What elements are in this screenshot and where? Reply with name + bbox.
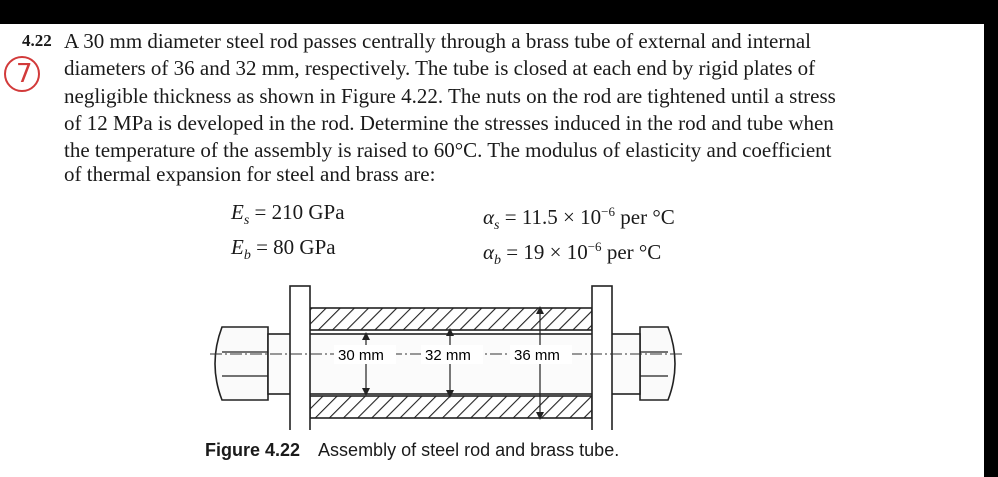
assembly-figure: 30 mm 32 mm 36 mm [210,285,682,430]
tube-bottom-wall [309,395,593,419]
right-end-plate [591,285,613,430]
caption-text: Assembly of steel rod and brass tube. [318,440,620,460]
top-dark-bar [0,0,998,24]
figure-caption: Figure 4.22 Assembly of steel rod and bra… [205,440,619,461]
problem-line-1: A 30 mm diameter steel rod passes centra… [64,29,812,53]
right-dark-bar [984,24,998,477]
handwritten-mark-text: 7 [16,59,33,89]
tube-top-wall [309,307,593,331]
eq-eb: Eb = 80 GPa [231,235,336,264]
problem-line-3: negligible thickness as shown in Figure … [64,84,836,108]
eq-es: Es = 210 GPa [231,200,345,229]
eq-alpha-s: αs = 11.5 × 10−6 per °C [483,204,675,234]
dim-36mm: 36 mm [514,347,560,364]
left-end-plate [289,285,311,430]
problem-line-2: diameters of 36 and 32 mm, respectively.… [64,56,816,80]
right-nut [639,326,676,401]
eq-alpha-b: αb = 19 × 10−6 per °C [483,239,662,269]
caption-label: Figure 4.22 [205,440,301,460]
problem-line-4: of 12 MPa is developed in the rod. Deter… [64,111,834,135]
problem-line-5: the temperature of the assembly is raise… [64,138,832,162]
dim-30mm: 30 mm [338,347,384,364]
problem-line-6: of thermal expansion for steel and brass… [64,162,436,186]
dim-32mm: 32 mm [425,347,471,364]
handwritten-circle-mark: 7 [4,56,40,92]
problem-number: 4.22 [22,31,52,50]
left-nut [214,326,269,401]
